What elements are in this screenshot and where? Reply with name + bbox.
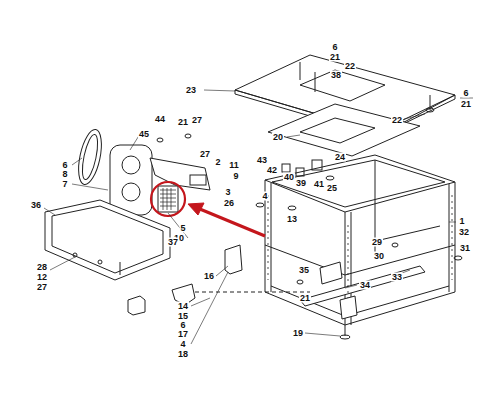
callout-number: 42 [266,166,278,175]
callout-number: 4 [179,340,186,349]
callout-number: 3 [224,188,231,197]
callout-number: 15 [177,312,189,321]
callout-number: 38 [330,71,342,80]
callout-number: 45 [138,130,150,139]
callout-number: 25 [326,184,338,193]
callout-number: 24 [334,153,346,162]
callout-number: 35 [298,266,310,275]
callout-number: 21 [460,100,472,109]
callout-number: 37 [167,238,179,247]
callout-number: 12 [36,273,48,282]
callout-number: 30 [373,252,385,261]
callout-number: 13 [286,215,298,224]
callout-number: 20 [272,133,284,142]
callout-number: 21 [299,294,311,303]
callout-number: 16 [203,272,215,281]
callout-number: 27 [191,116,203,125]
callout-number: 4 [261,192,268,201]
callout-number: 14 [177,302,189,311]
callout-number: 22 [344,62,356,71]
callout-number: 34 [359,281,371,290]
callout-number: 33 [391,273,403,282]
callout-number: 6 [179,321,186,330]
callout-number: 32 [458,228,470,237]
callout-number: 26 [223,199,235,208]
callout-number: 22 [391,116,403,125]
callout-number: 27 [199,150,211,159]
callout-number: 27 [36,283,48,292]
callout-number: 23 [185,86,197,95]
callout-number: 36 [30,201,42,210]
callout-number: 21 [177,118,189,127]
callout-number: 2 [214,158,221,167]
callout-number: 11 [228,161,240,170]
callout-number: 31 [459,244,471,253]
callout-number: 9 [232,172,239,181]
callout-number: 8 [61,170,68,179]
callout-number: 44 [154,115,166,124]
callout-number: 6 [331,43,338,52]
callout-number: 40 [283,173,295,182]
callout-number: 41 [313,180,325,189]
callout-number: 5 [179,224,186,233]
callout-number: 21 [329,53,341,62]
callout-number: 18 [177,350,189,359]
callout-number: 28 [36,263,48,272]
callout-number: 1 [458,217,465,226]
callout-number: 43 [256,156,268,165]
callout-number: 29 [371,238,383,247]
callout-number: 19 [292,329,304,338]
callout-number: 6 [462,89,469,98]
callout-number: 39 [295,179,307,188]
callout-number: 7 [61,180,68,189]
callout-number: 6 [61,161,68,170]
callout-number: 17 [177,330,189,339]
